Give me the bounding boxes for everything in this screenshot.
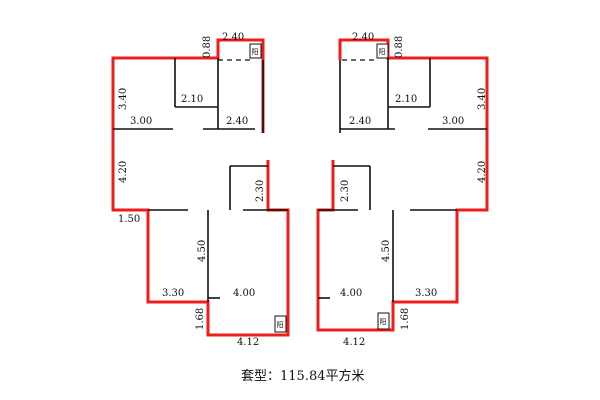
dim-right-upper-height: 3.40	[477, 88, 488, 110]
dim-right-room-width-right: 3.00	[442, 116, 464, 127]
dim-left-middle-height: 4.20	[118, 161, 129, 183]
dim-left-corridor-height: 2.30	[255, 180, 266, 202]
right-balcony-bottom-label: 阳	[380, 317, 387, 326]
dim-left-bottom-step: 1.68	[195, 308, 206, 330]
dim-right-top-width: 2.40	[352, 32, 374, 43]
dim-right-bottom-total: 4.12	[343, 337, 365, 348]
dim-right-bottom-left-width: 4.00	[340, 288, 362, 299]
dim-left-room-width-left: 3.00	[130, 116, 152, 127]
dim-left-bottom-total: 4.12	[237, 337, 259, 348]
left-unit: 阳 阳 2.40 0.88 3.40 2.10 3.00 2.40 4.20 2…	[111, 32, 290, 348]
dim-left-top-notch: 0.88	[202, 36, 213, 58]
floor-plan-caption: 套型：115.84平方米	[241, 368, 365, 384]
dim-left-kitchen-height: 4.50	[197, 240, 208, 262]
dim-left-step: 1.50	[118, 214, 140, 225]
left-balcony-top-label: 阳	[252, 47, 259, 56]
dim-right-bottom-step: 1.68	[400, 308, 411, 330]
dim-left-inner-small: 2.10	[181, 94, 203, 105]
dim-right-room-width-left: 2.40	[349, 116, 371, 127]
left-unit-outline	[111, 38, 290, 337]
right-unit: 阳 阳 2.40 0.88 3.40 2.10 2.40 3.00 4.20 2…	[316, 32, 489, 348]
dim-left-bottom-left-width: 3.30	[162, 288, 184, 299]
dim-left-bottom-right-width: 4.00	[233, 288, 255, 299]
dim-left-room-width-right: 2.40	[226, 116, 248, 127]
right-unit-outline	[316, 38, 489, 332]
dim-right-top-notch: 0.88	[394, 36, 405, 58]
dim-left-top-width: 2.40	[222, 32, 244, 43]
right-balcony-bottom-symbol: 阳	[377, 312, 390, 330]
right-balcony-top-symbol: 阳	[376, 43, 389, 59]
right-balcony-top-label: 阳	[379, 47, 386, 56]
left-balcony-bottom-label: 阳	[277, 320, 284, 329]
left-balcony-top-symbol: 阳	[249, 43, 262, 59]
dim-right-kitchen-height: 4.50	[381, 240, 392, 262]
dim-right-middle-height: 4.20	[477, 161, 488, 183]
dim-right-bottom-right-width: 3.30	[415, 288, 437, 299]
left-balcony-bottom-symbol: 阳	[274, 315, 287, 333]
dim-left-upper-height: 3.40	[118, 88, 129, 110]
dim-right-corridor-height: 2.30	[340, 180, 351, 202]
dim-right-inner-small: 2.10	[395, 94, 417, 105]
